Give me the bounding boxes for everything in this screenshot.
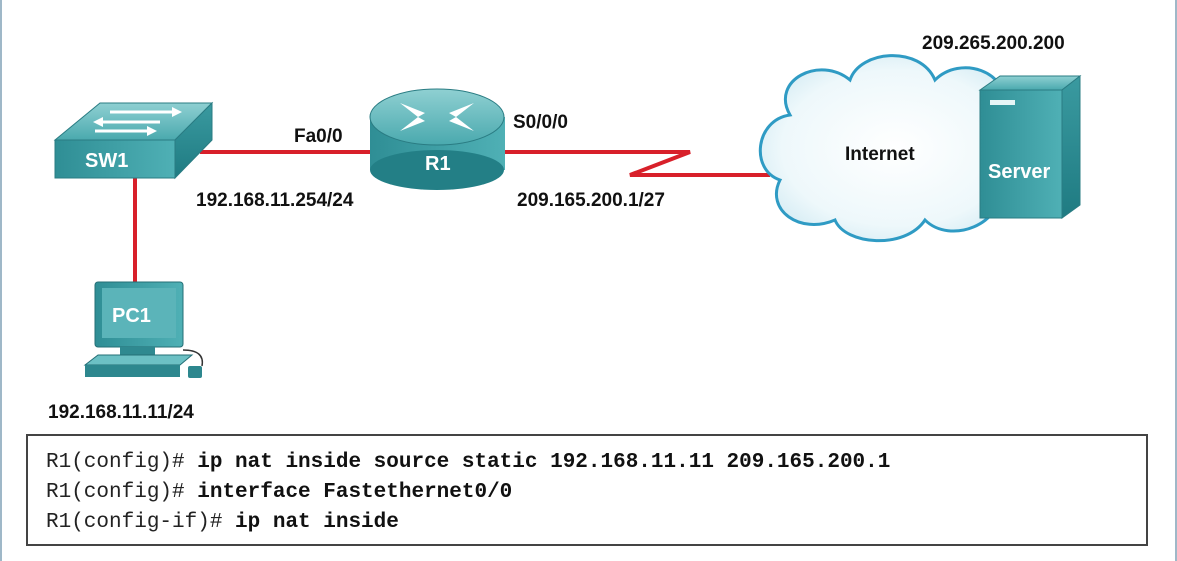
cli-command: ip nat inside source static 192.168.11.1… (197, 451, 891, 474)
cli-command: ip nat inside (235, 511, 399, 534)
pc-ip-label: 192.168.11.11/24 (48, 402, 194, 423)
cloud-label: Internet (845, 144, 915, 165)
cli-line: R1(config)# interface Fastethernet0/0 (46, 478, 1146, 508)
cli-prompt: R1(config)# (46, 481, 198, 504)
r1-serial-ip-label: 209.165.200.1/27 (517, 190, 665, 211)
frame-left (0, 0, 2, 561)
pc-label: PC1 (112, 305, 151, 327)
cli-prompt: R1(config)# (46, 451, 198, 474)
switch-icon: SW1 (53, 101, 214, 180)
r1-fa-interface-label: Fa0/0 (294, 126, 343, 147)
router-icon: R1 (369, 88, 505, 190)
cli-line: R1(config-if)# ip nat inside (46, 508, 1146, 538)
server-icon: Server (978, 74, 1082, 219)
switch-label: SW1 (85, 150, 128, 172)
cloud-icon: Internet (758, 54, 1033, 243)
router-label: R1 (425, 153, 451, 175)
frame-right (1175, 0, 1177, 561)
server-label: Server (988, 161, 1050, 183)
pc-icon: PC1 (83, 281, 204, 378)
cli-config-box: R1(config)# ip nat inside source static … (26, 434, 1148, 546)
r1-serial-interface-label: S0/0/0 (513, 112, 568, 133)
cli-prompt: R1(config-if)# (46, 511, 236, 534)
cli-line: R1(config)# ip nat inside source static … (46, 448, 1146, 478)
cli-command: interface Fastethernet0/0 (197, 481, 513, 504)
server-ip-label: 209.265.200.200 (922, 33, 1065, 54)
serial-link-r1-internet (505, 150, 770, 177)
r1-fa-ip-label: 192.168.11.254/24 (196, 190, 354, 211)
